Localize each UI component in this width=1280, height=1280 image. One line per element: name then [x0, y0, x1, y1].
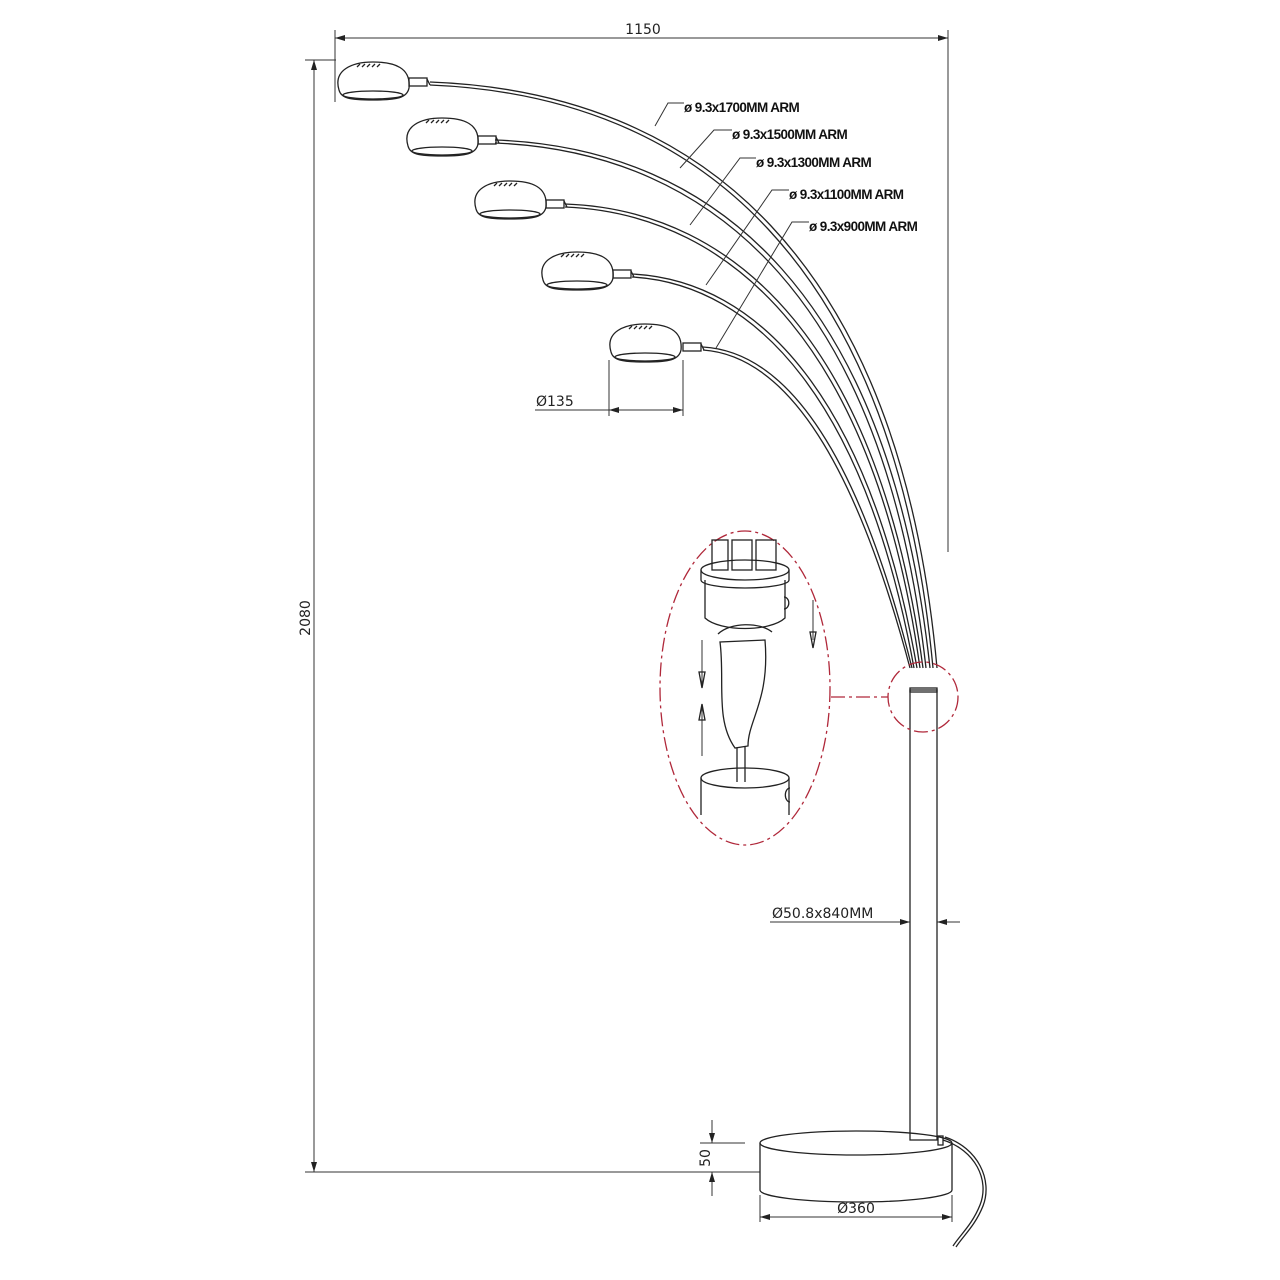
shade-diameter-label: Ø135 — [536, 394, 574, 410]
arm-label-1300: ø 9.3x1300MM ARM — [756, 155, 872, 170]
shade-2 — [406, 117, 500, 157]
detail-callout — [659, 530, 959, 846]
height-dimension: 2080 — [298, 59, 760, 1173]
pole — [909, 687, 944, 1146]
base-diameter-dimension: Ø360 — [759, 1195, 953, 1222]
arm-label-1700: ø 9.3x1700MM ARM — [684, 100, 800, 115]
shade-5 — [609, 323, 705, 363]
base-diameter-label: Ø360 — [837, 1201, 875, 1217]
arm-label-1500: ø 9.3x1500MM ARM — [732, 127, 848, 142]
arm-label-1100: ø 9.3x1100MM ARM — [789, 187, 904, 202]
height-label: 2080 — [298, 600, 314, 636]
pole-label: Ø50.8x840MM — [772, 906, 873, 922]
shade-1 — [337, 61, 431, 101]
arms — [429, 81, 938, 669]
shade-4 — [541, 251, 635, 291]
base-height-dimension: 50 — [698, 1120, 745, 1196]
shade-3 — [474, 180, 568, 220]
arm-labels: ø 9.3x1700MM ARM ø 9.3x1500MM ARM ø 9.3x… — [654, 100, 918, 349]
width-label: 1150 — [625, 22, 661, 38]
base-height-label: 50 — [698, 1149, 714, 1167]
arm-label-900: ø 9.3x900MM ARM — [809, 219, 918, 234]
joint-detail-illustration — [698, 539, 817, 815]
shade-diameter-dimension: Ø135 — [535, 360, 684, 416]
lamp-shades — [337, 61, 705, 363]
base — [759, 1130, 987, 1248]
width-dimension: 1150 — [334, 22, 949, 552]
pole-dimension: Ø50.8x840MM — [770, 906, 960, 925]
